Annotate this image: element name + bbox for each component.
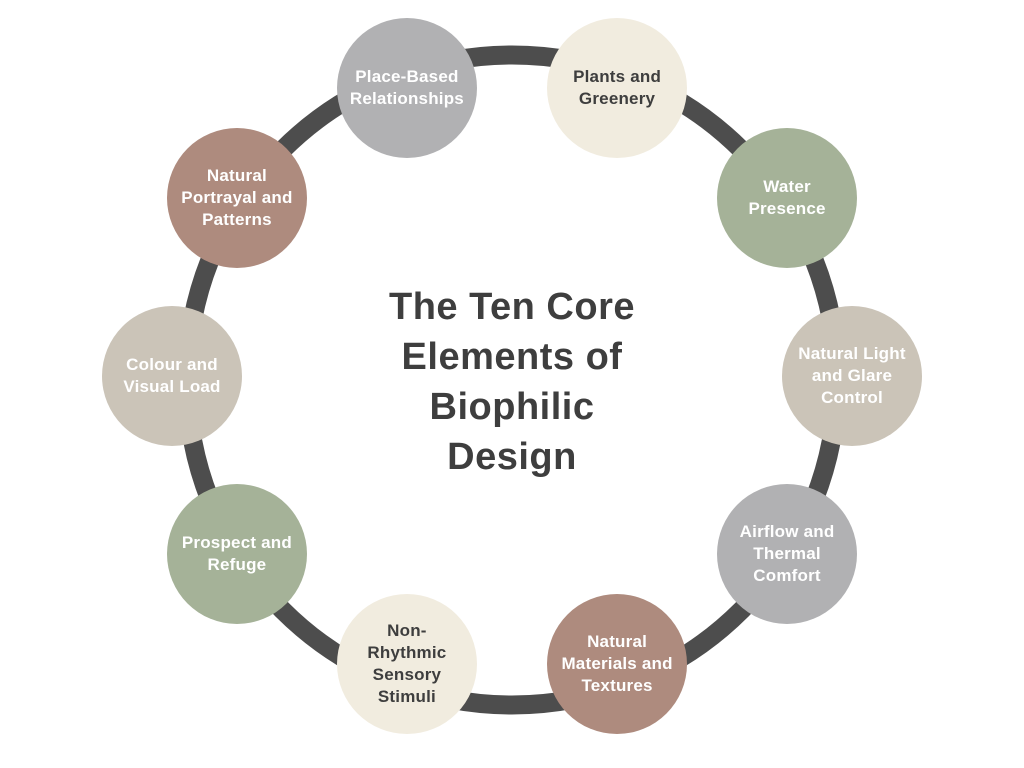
- circle-natural-portrayal-and-patterns: Natural Portrayal and Patterns: [166, 127, 307, 268]
- circle-colour-and-visual-load: Colour and Visual Load: [102, 306, 242, 446]
- circle-prospect-and-refuge: Prospect and Refuge: [166, 484, 307, 625]
- circle-label: Natural Light and Glare Control: [798, 344, 906, 407]
- circle-place-based-relationships: Place-Based Relationships: [336, 17, 477, 158]
- circle-label: Non- Rhythmic Sensory Stimuli: [367, 621, 447, 707]
- circle-natural-materials-and-textures: Natural Materials and Textures: [547, 594, 688, 735]
- circle-label: Natural Portrayal and Patterns: [181, 165, 293, 229]
- circle-airflow-and-thermal-comfort: Airflow and Thermal Comfort: [717, 484, 858, 625]
- circle-label: Airflow and Thermal Comfort: [739, 522, 835, 586]
- circle-natural-light-and-glare-control: Natural Light and Glare Control: [782, 306, 922, 446]
- circle-label: Plants and Greenery: [573, 66, 662, 108]
- circle-label: Water Presence: [748, 176, 826, 218]
- diagram-title: The Ten Core Elements of Biophilic Desig…: [389, 286, 635, 478]
- circle-label: Natural Materials and Textures: [561, 632, 673, 696]
- circle-water-presence: Water Presence: [717, 127, 858, 268]
- circle-non-rhythmic-sensory-stimuli: Non- Rhythmic Sensory Stimuli: [336, 594, 477, 735]
- circle-plants-and-greenery: Plants and Greenery: [547, 17, 688, 158]
- circle-label: Place-Based Relationships: [349, 66, 464, 108]
- circle-label: Colour and Visual Load: [123, 355, 221, 396]
- circle-label: Prospect and Refuge: [181, 533, 292, 575]
